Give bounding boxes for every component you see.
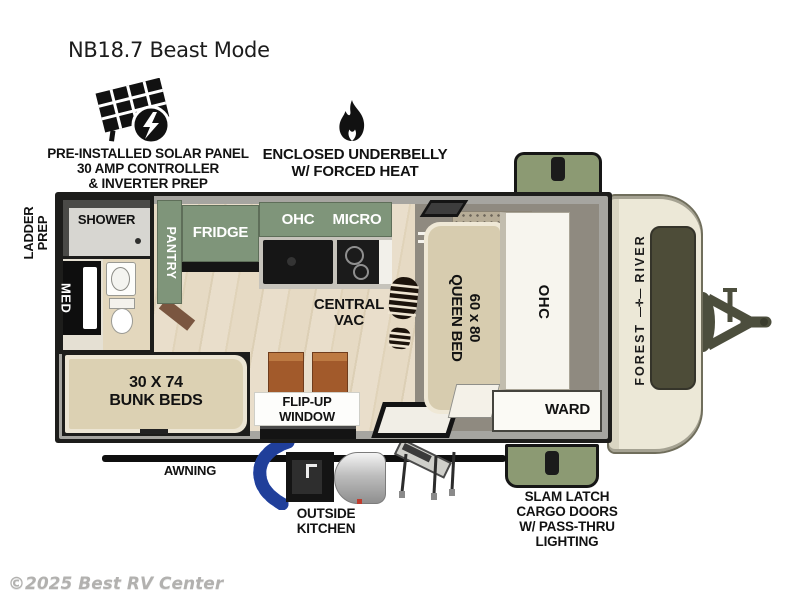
- bunk-mattress-trim: [65, 355, 247, 433]
- pantry-cabinet: PANTRY: [157, 200, 182, 304]
- burner-icon: [353, 264, 369, 280]
- outside-kitchen-unit: [286, 452, 334, 502]
- brand-first: FOREST: [633, 322, 647, 386]
- bunk-mattress: [69, 359, 243, 429]
- central-vac-line-2: VAC: [334, 312, 364, 329]
- hitch-icon: [694, 288, 772, 352]
- ladder-prep-line-2: PREP: [35, 215, 50, 251]
- trailer-body: SHOWER MED 30 X 74 BUNK BEDS: [55, 192, 612, 443]
- page-title: NB18.7 Beast Mode: [68, 38, 270, 62]
- kitchen-counter: [259, 237, 392, 289]
- forest-river-emblem-icon: —✛—: [634, 288, 646, 317]
- awning-label: AWNING: [163, 463, 217, 478]
- bunk-beds: 30 X 74 BUNK BEDS: [62, 352, 250, 436]
- counter-end: [379, 240, 392, 284]
- cargo-doors-label: SLAM LATCH CARGO DOORS W/ PASS-THRU LIGH…: [500, 489, 634, 549]
- solar-line-3: & INVERTER PREP: [88, 176, 208, 191]
- queen-bed-label: 60 x 80 QUEEN BED: [445, 227, 483, 409]
- fridge: FRIDGE: [182, 205, 259, 262]
- cargo-line-3: W/ PASS-THRU: [519, 519, 615, 534]
- front-window: [650, 226, 696, 390]
- underbelly-callout: ENCLOSED UNDERBELLY W/ FORCED HEAT: [244, 146, 466, 180]
- wardrobe-label: WARD: [544, 401, 590, 418]
- water-heater-tank: [334, 452, 386, 504]
- cargo-line-2: CARGO DOORS: [516, 504, 618, 519]
- outside-kitchen-line-2: KITCHEN: [296, 521, 356, 536]
- solar-panel-icon: [95, 78, 171, 145]
- queen-bed: 60 x 80 QUEEN BED: [424, 222, 504, 414]
- microwave-label: MICRO: [332, 211, 382, 228]
- bunk-ladder-step: [140, 429, 168, 434]
- kitchen-sink: [263, 240, 333, 284]
- medicine-cabinet-door: [83, 267, 97, 329]
- solar-callout: PRE-INSTALLED SOLAR PANEL 30 AMP CONTROL…: [28, 146, 268, 191]
- faucet-icon: [306, 464, 317, 467]
- bunk-line-2: BUNK BEDS: [109, 392, 203, 409]
- bathroom-interior: SHOWER MED: [58, 200, 150, 350]
- cargo-door-bottom: [505, 444, 599, 488]
- cargo-door-top: [514, 152, 602, 196]
- front-ohc-label: OHC: [535, 284, 552, 320]
- outside-kitchen-line-1: OUTSIDE: [296, 506, 356, 521]
- latch-icon: [551, 157, 565, 181]
- front-overhead-cabinet: OHC: [500, 212, 570, 390]
- flip-up-line-2: WINDOW: [279, 408, 335, 424]
- bunk-line-1: 30 X 74: [129, 374, 183, 391]
- solar-line-1: PRE-INSTALLED SOLAR PANEL: [47, 146, 249, 161]
- burner-icon: [345, 246, 364, 265]
- stool: [268, 352, 304, 393]
- flip-up-window-callout: FLIP-UP WINDOW: [254, 392, 360, 426]
- ladder-prep-label: LADDER PREP: [21, 195, 52, 271]
- bathroom-sink: [106, 262, 136, 296]
- medicine-cabinet: MED: [58, 261, 101, 335]
- queen-bed-line-2: QUEEN BED: [448, 274, 465, 362]
- roof-vent-glass: [424, 203, 464, 214]
- underbelly-line-1: ENCLOSED UNDERBELLY: [262, 146, 448, 163]
- wardrobe: WARD: [492, 390, 602, 432]
- med-label: MED: [58, 282, 74, 314]
- sink-basin: [111, 267, 130, 291]
- flip-up-window-label: FLIP-UP WINDOW: [255, 394, 359, 424]
- shower-drain-icon: [135, 238, 141, 244]
- flip-up-line-1: FLIP-UP: [282, 394, 332, 409]
- flip-up-window: [260, 426, 356, 439]
- cargo-line-1: SLAM LATCH: [524, 489, 610, 504]
- watermark: ©2025 Best RV Center: [8, 574, 224, 594]
- bunk-beds-label: 30 X 74 BUNK BEDS: [62, 374, 250, 410]
- cooktop: [337, 240, 379, 284]
- bathroom-divider-wall: [63, 256, 150, 259]
- toilet-bowl: [111, 308, 133, 334]
- queen-mattress: [428, 226, 500, 410]
- pantry-label: PANTRY: [163, 226, 178, 280]
- hose-icon: [253, 438, 295, 510]
- underbelly-line-2: W/ FORCED HEAT: [291, 162, 419, 180]
- cargo-line-4: LIGHTING: [535, 534, 599, 549]
- central-vac-line-1: CENTRAL: [313, 296, 385, 313]
- ladder-prep-line-1: LADDER: [21, 206, 36, 260]
- bootprint-icon: [387, 277, 419, 350]
- sink-drain-icon: [287, 257, 296, 266]
- faucet-icon: [306, 464, 309, 478]
- shower-label: SHOWER: [77, 212, 136, 227]
- central-vac-label: CENTRAL VAC: [299, 297, 399, 329]
- flame-icon: [339, 100, 365, 141]
- brand-logo: FOREST —✛— RIVER: [631, 215, 649, 405]
- outside-kitchen-label: OUTSIDE KITCHEN: [276, 506, 376, 536]
- fold-down-griddle: [393, 440, 456, 500]
- valve-icon: [357, 499, 362, 504]
- fridge-counter-edge: [182, 262, 259, 272]
- solar-line-2: 30 AMP CONTROLLER: [76, 161, 220, 176]
- queen-bed-line-1: 60 x 80: [466, 293, 483, 343]
- bathroom: SHOWER MED: [58, 196, 154, 354]
- kitchen-overhead-cabinet: OHC MICRO: [259, 202, 392, 237]
- stool: [312, 352, 348, 393]
- kitchen-ohc-label: OHC: [281, 211, 315, 228]
- shower: [63, 200, 150, 256]
- brand-second: RIVER: [633, 234, 647, 283]
- latch-icon: [545, 451, 559, 475]
